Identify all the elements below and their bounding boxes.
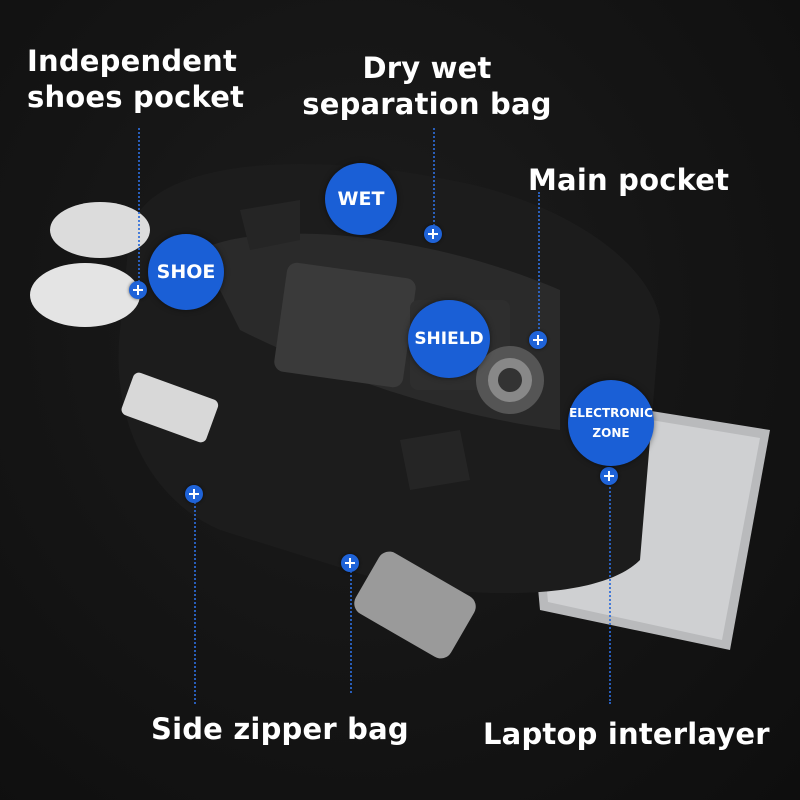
plus-circle-icon[interactable] <box>600 467 618 485</box>
wet-bubble-label: WET <box>337 188 385 210</box>
callout-main-pocket: Main pocket <box>528 162 729 198</box>
callout-shoes-pocket-line2: shoes pocket <box>27 80 245 114</box>
electronic-zone-bubble: ELECTRONIC ZONE <box>568 380 654 466</box>
guide-line-dry-wet <box>433 128 435 234</box>
callout-dry-wet-line2: separation bag <box>302 87 552 121</box>
plus-circle-icon[interactable] <box>185 485 203 503</box>
plus-circle-icon[interactable] <box>424 225 442 243</box>
electronic-zone-label-1: ELECTRONIC <box>569 406 653 420</box>
shoe-bubble-label: SHOE <box>156 261 216 283</box>
callout-laptop-interlayer-text: Laptop interlayer <box>483 717 770 751</box>
electronic-zone-label-2: ZONE <box>592 426 630 440</box>
callout-laptop-interlayer: Laptop interlayer <box>483 716 770 752</box>
shield-bubble: SHIELD <box>408 300 490 378</box>
guide-line-side-zipper-right <box>350 563 352 693</box>
guide-line-side-zipper-left <box>194 494 196 704</box>
callout-dry-wet: Dry wet separation bag <box>302 50 552 122</box>
shield-bubble-label: SHIELD <box>414 329 484 349</box>
shoe-bubble: SHOE <box>148 234 224 310</box>
plus-circle-icon[interactable] <box>341 554 359 572</box>
plus-circle-icon[interactable] <box>129 281 147 299</box>
plus-circle-icon[interactable] <box>529 331 547 349</box>
guide-line-shoes <box>138 128 140 290</box>
callout-side-zipper: Side zipper bag <box>151 711 409 747</box>
callout-main-pocket-text: Main pocket <box>528 163 730 197</box>
wet-bubble: WET <box>325 163 397 235</box>
guide-line-laptop <box>609 476 611 704</box>
callout-side-zipper-text: Side zipper bag <box>151 712 409 746</box>
callout-shoes-pocket: Independent shoes pocket <box>27 43 244 115</box>
guide-line-main <box>538 192 540 340</box>
callout-shoes-pocket-line1: Independent <box>27 44 238 78</box>
callout-dry-wet-line1: Dry wet <box>362 51 492 85</box>
